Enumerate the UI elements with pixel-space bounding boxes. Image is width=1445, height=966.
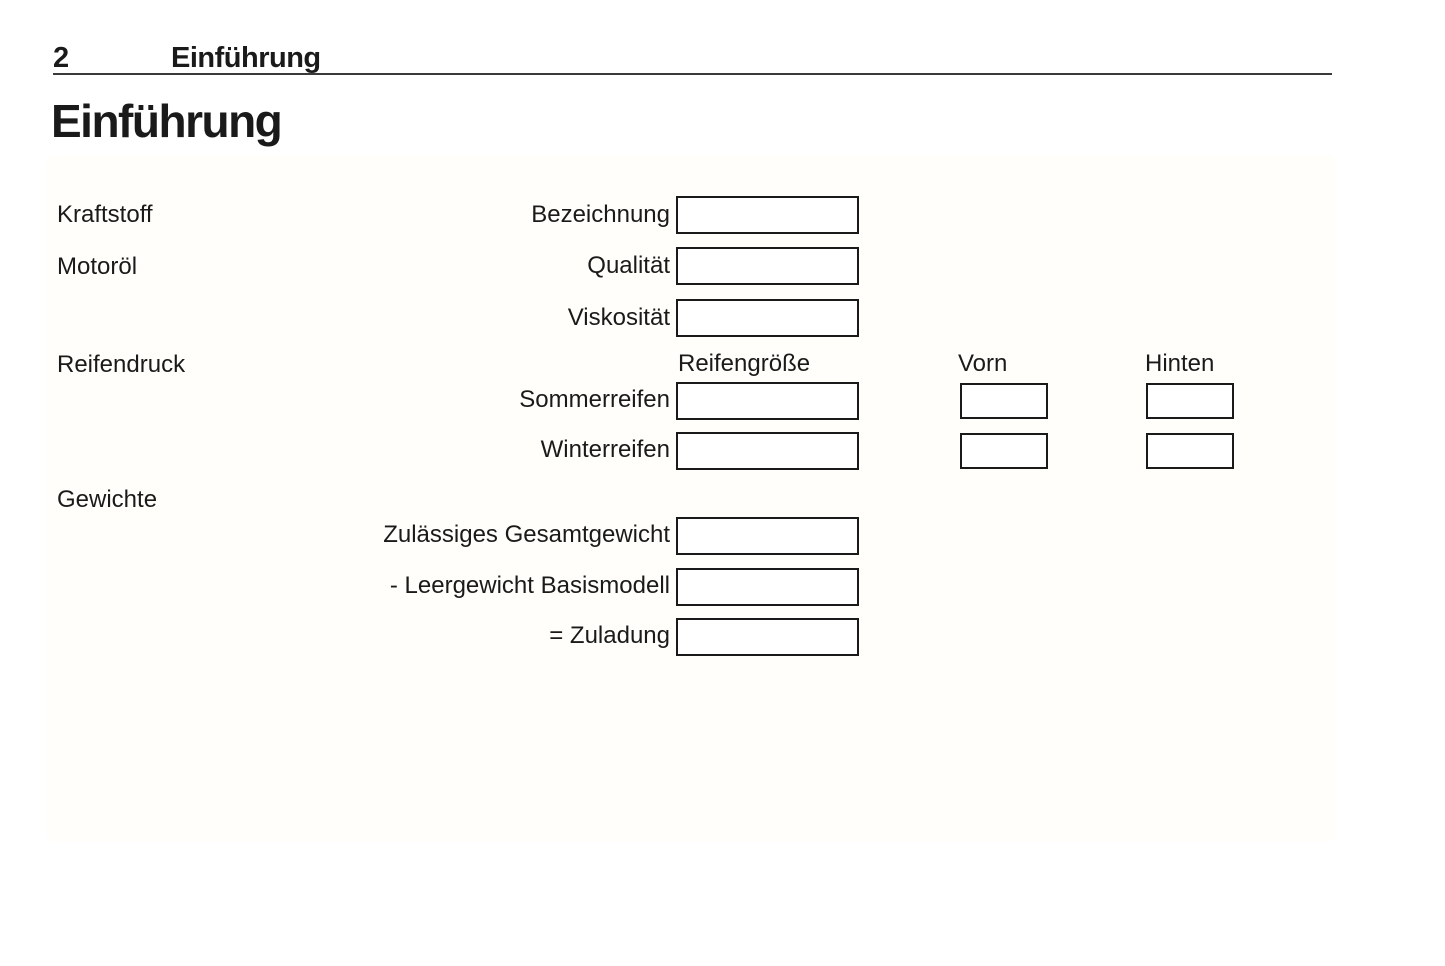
column-header-hinten: Hinten xyxy=(1145,350,1215,377)
section-label-reifendruck: Reifendruck xyxy=(57,351,186,378)
winterreifen-reifengroesse-input[interactable] xyxy=(676,432,859,470)
header-rule xyxy=(53,73,1332,75)
sommerreifen-hinten-input[interactable] xyxy=(1146,383,1234,419)
sommerreifen-label: Sommerreifen xyxy=(519,386,670,413)
section-label-motoroel: Motoröl xyxy=(57,253,138,280)
viskositaet-input[interactable] xyxy=(676,299,859,337)
zuladung-input[interactable] xyxy=(676,618,859,656)
qualitaet-input[interactable] xyxy=(676,247,859,285)
sommerreifen-reifengroesse-input[interactable] xyxy=(676,382,859,420)
column-header-vorn: Vorn xyxy=(958,350,1008,377)
sommerreifen-vorn-input[interactable] xyxy=(960,383,1048,419)
winterreifen-label: Winterreifen xyxy=(540,436,670,463)
page-number: 2 xyxy=(53,42,70,74)
gesamtgewicht-input[interactable] xyxy=(676,517,859,555)
zuladung-label: = Zuladung xyxy=(549,622,670,649)
section-label-gewichte: Gewichte xyxy=(57,486,158,513)
leergewicht-label: - Leergewicht Basismodell xyxy=(389,572,670,599)
bezeichnung-label: Bezeichnung xyxy=(531,201,670,228)
winterreifen-vorn-input[interactable] xyxy=(960,433,1048,469)
winterreifen-hinten-input[interactable] xyxy=(1146,433,1234,469)
page-title: Einführung xyxy=(51,95,283,147)
gesamtgewicht-label: Zulässiges Gesamtgewicht xyxy=(383,521,670,548)
leergewicht-input[interactable] xyxy=(676,568,859,606)
header-chapter-title: Einführung xyxy=(171,42,321,74)
bezeichnung-input[interactable] xyxy=(676,196,859,234)
section-label-kraftstoff: Kraftstoff xyxy=(57,201,153,228)
viskositaet-label: Viskosität xyxy=(567,304,670,331)
column-header-reifengroesse: Reifengröße xyxy=(678,350,811,377)
qualitaet-label: Qualität xyxy=(587,252,670,279)
